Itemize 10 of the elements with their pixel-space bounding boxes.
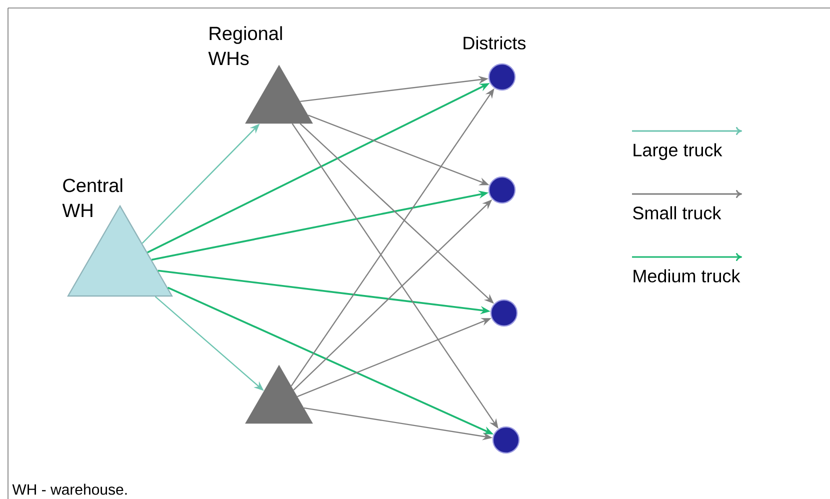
node-label: Central WH (62, 178, 122, 217)
caption: WH - warehouse. (12, 484, 127, 495)
legend-label: Medium truck (634, 269, 740, 282)
dot (492, 426, 520, 454)
dot (488, 63, 516, 91)
legend-label: Large truck (634, 143, 722, 160)
dot (490, 299, 518, 327)
dot (488, 176, 516, 204)
legend-label: Small truck (633, 206, 722, 220)
node-label: Regional WHs (208, 26, 282, 66)
